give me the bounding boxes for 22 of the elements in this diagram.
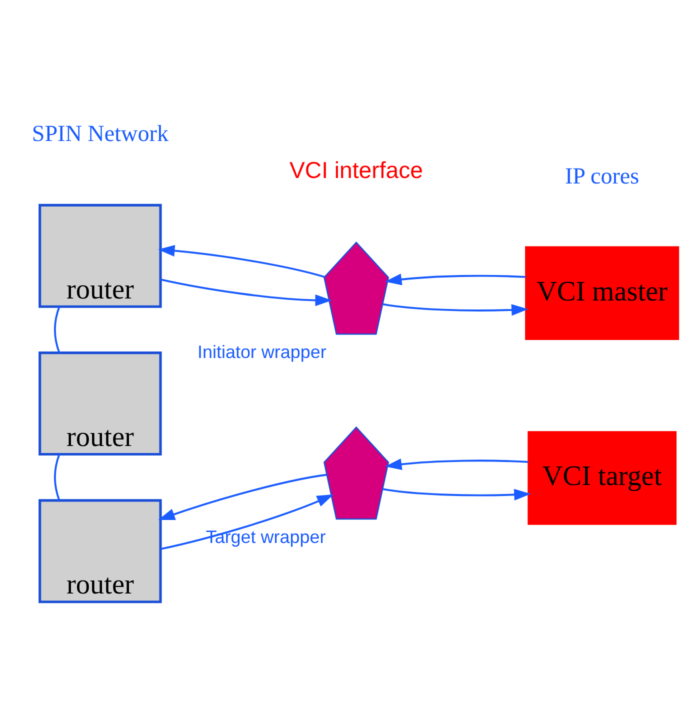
node-pentagon [323, 240, 390, 334]
label: IP cores [565, 162, 640, 188]
node-label: Target wrapper [206, 526, 326, 547]
arrow [384, 458, 528, 470]
node-box: VCI target [528, 430, 677, 524]
node-box: VCI master [525, 246, 680, 340]
label: VCI interface [290, 156, 424, 183]
connector [54, 306, 60, 353]
label: SPIN Network [32, 119, 168, 146]
connector [54, 453, 60, 500]
node-label: Initiator wrapper [197, 342, 326, 362]
node-box: router [38, 498, 162, 603]
node-box: router [38, 351, 162, 456]
arrow [382, 302, 528, 316]
node-pentagon [323, 426, 390, 520]
arrow [384, 273, 526, 285]
arrow [158, 244, 325, 278]
arrow [382, 488, 531, 500]
arrow [160, 494, 334, 550]
arrow [158, 473, 327, 520]
arrow [160, 278, 332, 306]
node-box: router [38, 203, 162, 308]
